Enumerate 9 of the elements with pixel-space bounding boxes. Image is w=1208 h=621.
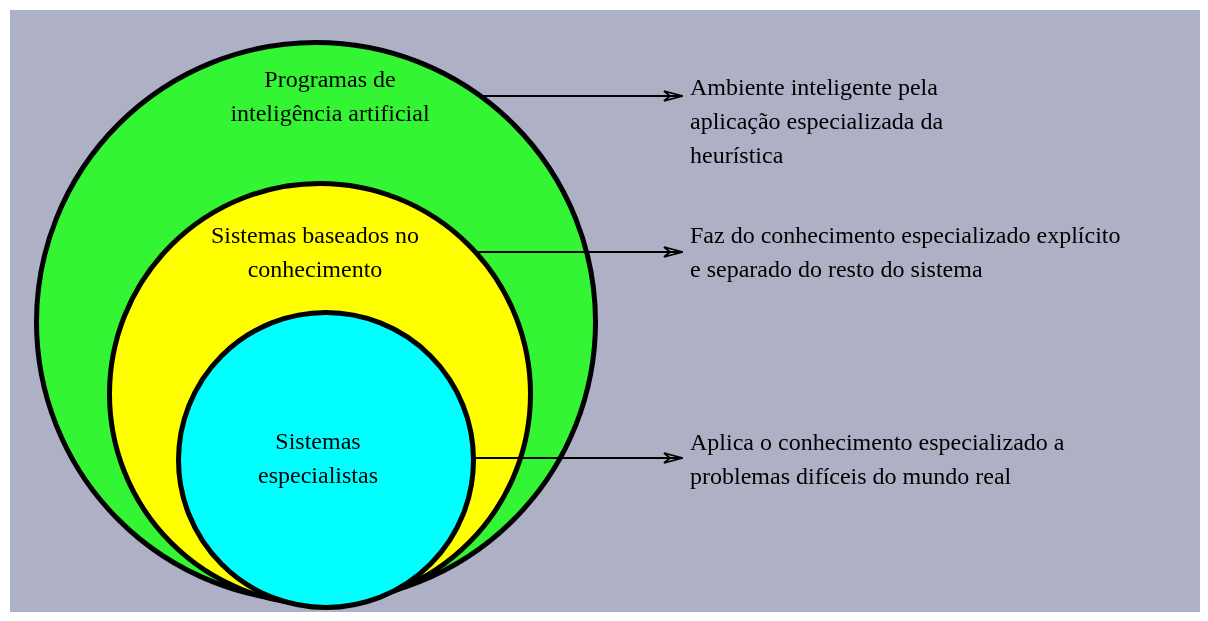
- arrow: [474, 246, 683, 258]
- circle-label: Sistemas especialistas: [257, 427, 379, 490]
- circle-label: Programas de inteligência artificial: [229, 65, 431, 128]
- annotation-text: Ambiente inteligente pela aplicação especializada da heurística: [690, 73, 945, 170]
- circle-label: Sistemas baseados no conhecimento: [210, 221, 420, 284]
- arrow: [472, 452, 683, 464]
- arrow: [480, 90, 683, 102]
- annotation-text: Aplica o conhecimento especializado a problemas difíceis do mundo real: [690, 428, 1066, 491]
- annotation-text: Faz do conhecimento especializado explícito e separado do resto do sistema: [690, 221, 1122, 284]
